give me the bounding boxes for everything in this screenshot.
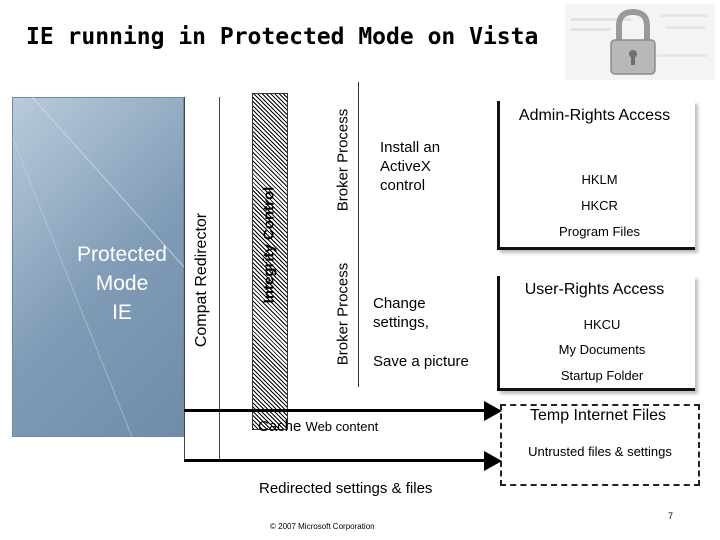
temp-internet-files-box xyxy=(500,404,700,486)
broker-process-top-label: Broker Process xyxy=(334,108,352,212)
admin-rights-box xyxy=(497,101,695,250)
user-rights-box xyxy=(497,276,695,391)
admin-item-hkcr: HKCR xyxy=(581,198,618,213)
change-settings-text: Change settings, xyxy=(373,295,429,331)
broker-process-bottom xyxy=(330,245,358,385)
padlock-logo xyxy=(565,4,715,80)
user-item-hkcu: HKCU xyxy=(583,317,621,332)
integrity-control-label: Integrity Control xyxy=(260,186,278,304)
user-rights-header: User-Rights Access xyxy=(524,281,665,298)
broker-process-bottom-label: Broker Process xyxy=(334,262,352,366)
user-item-my-documents: My Documents xyxy=(558,342,646,357)
temp-internet-files-header: Temp Internet Files xyxy=(529,407,667,424)
cache-arrow-shaft xyxy=(184,409,486,412)
admin-rights-header: Admin-Rights Access xyxy=(518,107,671,124)
user-item-startup-folder: Startup Folder xyxy=(560,368,644,383)
integrity-control-bar xyxy=(252,93,288,430)
broker-divider xyxy=(358,82,359,387)
redirected-settings-text: Redirected settings & files xyxy=(259,480,433,497)
admin-item-program-files: Program Files xyxy=(559,224,640,239)
compat-redirector-label: Compat Redirector xyxy=(193,212,210,348)
redirect-arrow-head-icon xyxy=(484,451,502,471)
broker-process-top xyxy=(330,82,358,242)
untrusted-files-text: Untrusted files & settings xyxy=(528,444,672,459)
cache-web-content-text: Cache Web content xyxy=(258,417,378,436)
admin-item-hklm: HKLM xyxy=(581,172,618,187)
redirect-arrow-shaft xyxy=(184,459,486,462)
web-content-label: Web content xyxy=(305,419,379,434)
copyright-text: © 2007 Microsoft Corporation xyxy=(270,522,375,531)
cache-arrow-head-icon xyxy=(484,401,502,421)
compat-redirector-bar xyxy=(184,97,220,460)
cache-label: Cache xyxy=(258,418,306,435)
page-number: 7 xyxy=(668,511,674,521)
save-picture-text: Save a picture xyxy=(373,353,469,370)
protected-mode-ie-panel xyxy=(12,97,184,437)
protected-mode-ie-label: Protected Mode IE xyxy=(77,243,167,324)
install-activex-text: Install an ActiveX control xyxy=(380,139,441,194)
page-title: IE running in Protected Mode on Vista xyxy=(26,24,539,50)
panel-decoration-lines xyxy=(12,97,184,437)
